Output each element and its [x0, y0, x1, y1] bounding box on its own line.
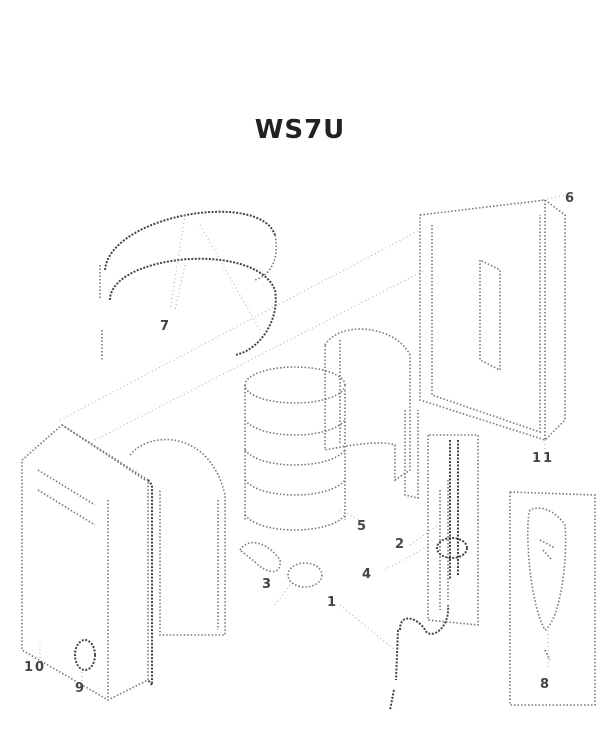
- guide-lines: [59, 224, 426, 441]
- label-1: 1: [327, 595, 338, 610]
- cabinet-part-11: [419, 194, 566, 450]
- label-7: 7: [160, 319, 171, 334]
- fitting-part-3: [238, 541, 323, 606]
- label-3: 3: [262, 577, 273, 592]
- label-6: 6: [565, 191, 576, 206]
- label-5: 5: [357, 519, 368, 534]
- shell: [129, 438, 226, 636]
- label-10: 10: [24, 660, 46, 675]
- panel-part-8: [509, 491, 596, 706]
- tank-part-5: [244, 366, 361, 531]
- label-4: 4: [362, 567, 373, 582]
- label-8: 8: [540, 677, 551, 692]
- enclosure-part-10: [21, 424, 153, 701]
- tube-assembly-part-2-4: [339, 410, 479, 711]
- bracket: [324, 328, 411, 482]
- diagram-title: WS7U: [255, 115, 346, 145]
- label-2: 2: [395, 537, 406, 552]
- label-11: 11: [532, 451, 554, 466]
- label-9: 9: [75, 681, 86, 696]
- coil-part-7: [99, 210, 277, 360]
